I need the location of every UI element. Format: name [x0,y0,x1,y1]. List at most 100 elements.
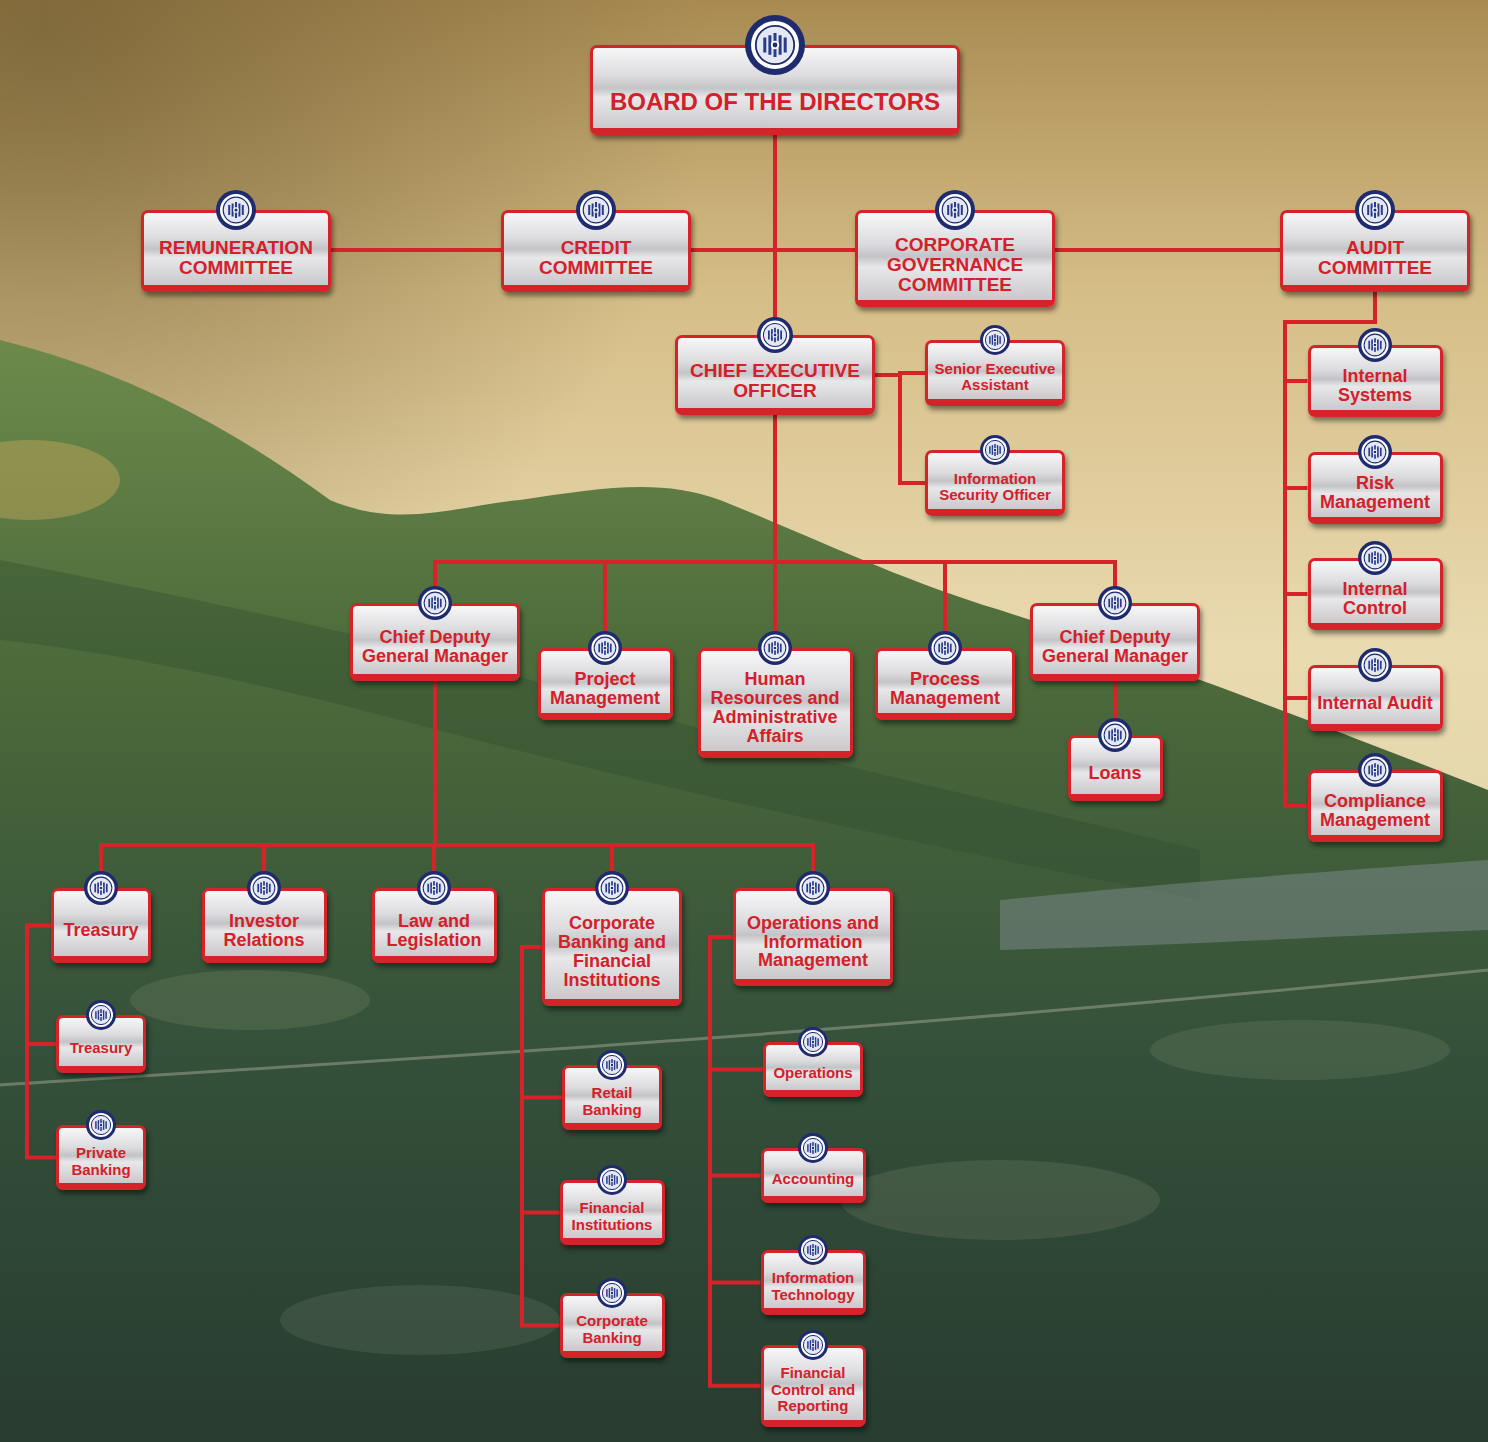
node-text: BOARD OF THE DIRECTORS [599,89,951,114]
node-text: Compliance Management [1317,792,1434,830]
org-box: AUDIT COMMITTEE [1280,210,1470,292]
node-text: AUDIT COMMITTEE [1289,238,1461,278]
node-text: Law and Legislation [381,912,488,950]
logo-icon [596,1049,628,1081]
node-text: CREDIT COMMITTEE [510,238,682,278]
node-text: Corporate Banking [569,1313,656,1346]
org-box: Chief Deputy General Manager [1030,603,1200,681]
logo-icon [596,1277,628,1309]
logo-icon [1357,540,1393,576]
org-box: BOARD OF THE DIRECTORS [590,45,960,135]
node-text: Chief Deputy General Manager [1039,628,1191,666]
logo-icon [1357,434,1393,470]
rock-patch [1150,1020,1450,1080]
logo-icon [934,189,976,231]
logo-icon [797,1234,829,1266]
node-text: Accounting [770,1171,857,1188]
mountain [0,340,1488,1442]
node-text: CORPORATE GOVERNANCE COMMITTEE [864,235,1046,295]
node-text: Human Resources and Administrative Affai… [707,670,844,746]
node-text: Investor Relations [211,912,318,950]
logo-icon [797,1026,829,1058]
node-text: Financial Control and Reporting [770,1365,857,1415]
connector-line [605,415,775,648]
org-box: Financial Institutions [560,1180,665,1245]
distant-lake [1000,860,1488,950]
org-box: Senior Executive Assistant [925,340,1065,406]
node-text: Information Security Officer [934,471,1056,504]
org-box: Process Management [875,648,1015,720]
org-box: Chief Deputy General Manager [350,603,520,681]
node-text: Project Management [547,670,664,708]
logo-icon [596,1164,628,1196]
logo-icon [1357,327,1393,363]
node-text: Internal Control [1317,580,1434,618]
node-text: Chief Deputy General Manager [359,628,511,666]
org-box: Accounting [761,1148,866,1203]
org-box: Treasury [51,888,151,963]
node-text: Information Technology [770,1270,857,1303]
hill-shadow [0,560,1200,900]
org-box: Project Management [538,648,673,720]
connector-line [101,681,435,888]
node-text: Internal Audit [1317,694,1434,713]
logo-icon [416,870,452,906]
rock-patch [840,1160,1160,1240]
connector-line [710,937,761,1386]
logo-icon [594,870,630,906]
connector-line [775,415,1115,603]
node-text: Operations [772,1065,854,1082]
node-text: Risk Management [1317,474,1434,512]
logo-icon [927,630,963,666]
node-text: Process Management [884,670,1006,708]
connector-line [775,135,855,250]
sunlit-patch [0,440,120,520]
org-box: Human Resources and Administrative Affai… [698,648,853,758]
logo-icon [1357,647,1393,683]
node-text: Retail Banking [571,1085,653,1118]
logo-icon [1097,717,1133,753]
org-box: CHIEF EXECUTIVE OFFICER [675,335,875,415]
org-box: Financial Control and Reporting [761,1345,866,1427]
node-text: Senior Executive Assistant [934,361,1056,394]
logo-icon [979,324,1011,356]
logo-icon [417,585,453,621]
logo-icon [1357,752,1393,788]
node-text: Treasury [60,921,142,940]
logo-icon [215,189,257,231]
logo-icon [756,316,794,354]
org-box: Internal Control [1308,558,1443,630]
org-box: Internal Audit [1308,665,1443,731]
org-box: Information Security Officer [925,450,1065,516]
logo-icon [1354,189,1396,231]
node-text: Treasury [65,1040,137,1057]
logo-icon [587,630,623,666]
org-box: Investor Relations [202,888,327,963]
node-text: Private Banking [65,1145,137,1178]
logo-icon [979,434,1011,466]
rock-patch [130,970,370,1030]
node-text: Operations and Information Management [742,914,884,971]
org-box: Information Technology [761,1250,866,1315]
logo-icon [85,999,117,1031]
node-text: CHIEF EXECUTIVE OFFICER [684,361,866,401]
logo-icon [795,870,831,906]
node-text: REMUNERATION COMMITTEE [150,238,322,278]
org-box: Private Banking [56,1125,146,1190]
connector-line [691,135,775,250]
node-text: Financial Institutions [569,1200,656,1233]
logo-icon [85,1109,117,1141]
connector-line [875,375,925,483]
logo-icon [757,630,793,666]
org-box: CORPORATE GOVERNANCE COMMITTEE [855,210,1055,307]
logo-icon [246,870,282,906]
connector-line [710,937,761,1283]
org-box: Loans [1068,735,1163,801]
org-box: Corporate Banking [560,1293,665,1358]
logo-icon [575,189,617,231]
logo-icon [797,1329,829,1361]
